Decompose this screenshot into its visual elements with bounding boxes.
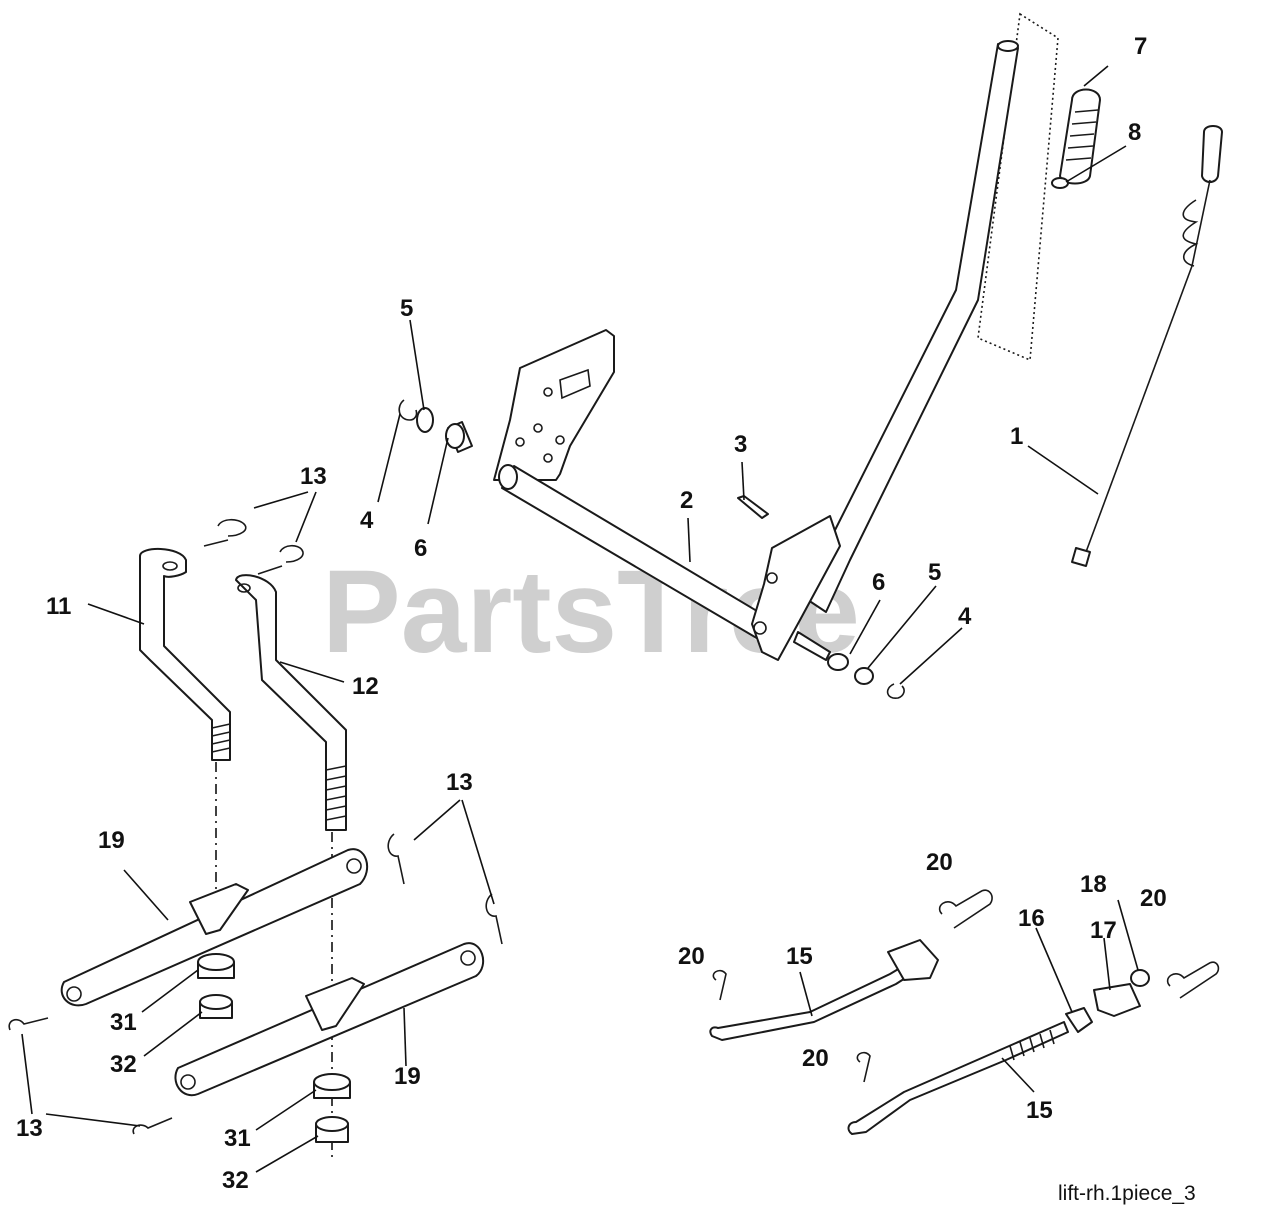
callout-32-upper: 32 [110,1051,137,1078]
part-32-nut-lower[interactable] [315,1116,349,1143]
part-11-lift-link[interactable] [139,547,231,761]
part-31-spacer-lower[interactable] [313,1073,351,1099]
part-1-spring-rod[interactable] [1071,125,1223,567]
callout-13-right: 13 [446,769,473,796]
part-4-clip-right[interactable] [886,683,905,699]
callout-17: 17 [1090,917,1117,944]
callout-31-upper: 31 [110,1009,137,1036]
part-20-clip-a[interactable] [938,889,993,929]
part-19-lift-arm-lower[interactable] [174,942,485,1097]
diagram-reference-code: lift-rh.1piece_3 [1058,1182,1196,1205]
part-15-rod-upper[interactable] [709,939,939,1041]
callout-20-d: 20 [802,1045,829,1072]
callout-19-upper: 19 [98,827,125,854]
callout-18: 18 [1080,871,1107,898]
callout-11: 11 [46,593,71,620]
callout-16: 16 [1018,905,1045,932]
callout-13-bottom: 13 [16,1115,43,1142]
part-6-bushing-left[interactable] [445,421,473,453]
callout-8: 8 [1128,119,1141,146]
callout-6-left: 6 [414,535,427,562]
callout-5-right: 5 [928,559,941,586]
part-13-clip-right-1[interactable] [387,833,405,885]
callout-13-top: 13 [300,463,327,490]
callout-3: 3 [734,431,747,458]
part-8-washer[interactable] [1051,177,1069,189]
callout-6-right: 6 [872,569,885,596]
part-17-trunnion[interactable] [1093,983,1141,1017]
part-13-clip-top-1[interactable] [203,518,247,547]
callout-labels: 1 2 3 4 4 5 5 6 6 7 8 11 12 13 13 13 15 … [16,33,1167,1194]
callout-7: 7 [1134,33,1147,60]
callout-15-upper: 15 [786,943,813,970]
part-20-clip-d[interactable] [856,1051,871,1083]
callout-31-lower: 31 [224,1125,251,1152]
callout-20-a: 20 [926,849,953,876]
shaft-stub-right[interactable] [793,631,831,661]
part-31-spacer-upper[interactable] [197,953,235,979]
part-32-nut-upper[interactable] [199,994,233,1019]
callout-2: 2 [680,487,693,514]
part-19-lift-arm-upper[interactable] [60,848,369,1007]
callout-5-left: 5 [400,295,413,322]
callout-4-right: 4 [958,603,972,630]
part-5-washer-left[interactable] [416,407,434,433]
part-12-lift-link[interactable] [235,574,347,831]
mount-plate[interactable] [493,329,615,481]
part-18-washer[interactable] [1130,969,1150,987]
part-7-grip[interactable] [1059,88,1101,185]
callout-19-lower: 19 [394,1063,421,1090]
callout-20-c: 20 [678,943,705,970]
part-5-washer-right[interactable] [854,667,874,685]
part-13-clip-right-2[interactable] [485,893,503,945]
leader-lines [21,65,1139,1173]
part-6-bushing-right[interactable] [827,653,849,671]
callout-4-left: 4 [360,507,374,534]
part-16-nut[interactable] [1065,1007,1093,1033]
callout-32-lower: 32 [222,1167,249,1194]
part-20-clip-b[interactable] [1166,961,1220,999]
part-13-clip-top-2[interactable] [257,544,304,575]
part-20-clip-c[interactable] [712,969,727,1001]
part-3-pin[interactable] [737,495,769,519]
part-13-clip-bottom-left[interactable] [8,1017,49,1031]
lever-bracket[interactable] [751,515,841,661]
part-15-rod-lower[interactable] [847,1021,1069,1135]
part-4-clip-left[interactable] [398,399,418,421]
callout-15-lower: 15 [1026,1097,1053,1124]
callout-1: 1 [1010,423,1023,450]
callout-12: 12 [352,673,379,700]
callout-20-b: 20 [1140,885,1167,912]
